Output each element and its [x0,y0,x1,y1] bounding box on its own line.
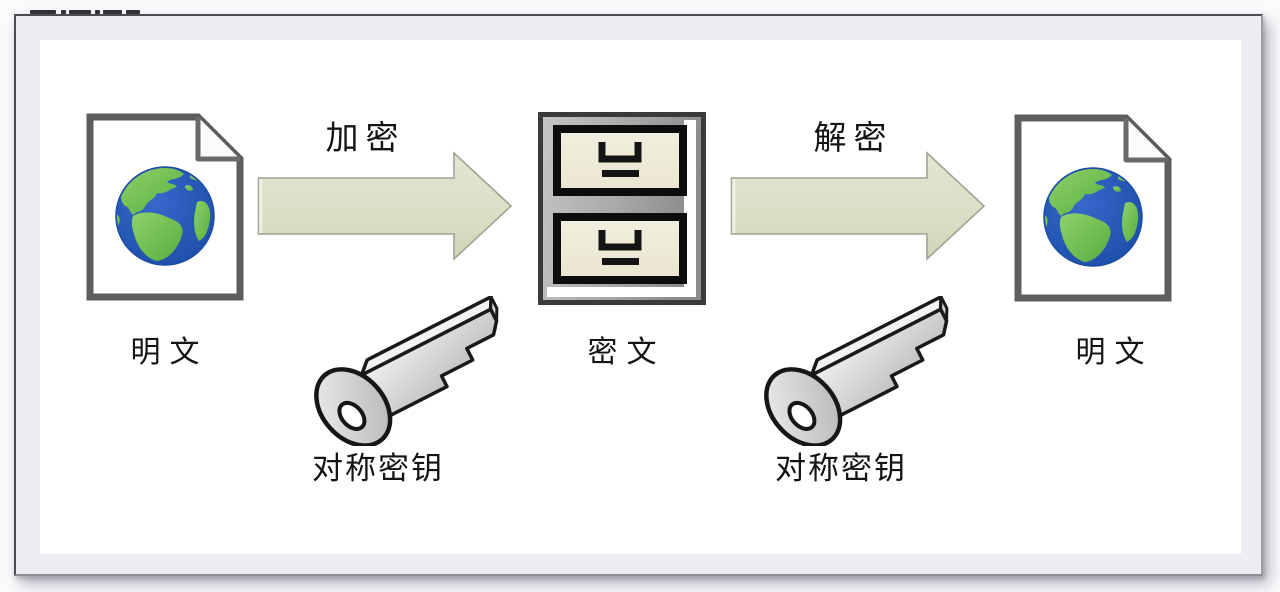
symmetric-key-left-label: 对称密钥 [312,451,444,486]
ciphertext-cabinet-icon [538,112,706,305]
symmetric-key-right-label: 对称密钥 [775,451,907,486]
decrypt-label: 解密 [813,121,894,157]
symmetric-key-right-icon [762,296,962,446]
plaintext-left-label: 明文 [130,336,209,369]
plaintext-right-label: 明文 [1075,336,1154,369]
encrypt-arrow-icon [257,151,513,261]
encrypt-label: 加密 [325,121,406,157]
ciphertext-label: 密文 [587,336,666,369]
plaintext-right-document-icon [1012,113,1174,303]
symmetric-key-left-icon [312,296,512,446]
decrypt-arrow-icon [728,151,988,261]
plaintext-left-document-icon [84,112,246,302]
